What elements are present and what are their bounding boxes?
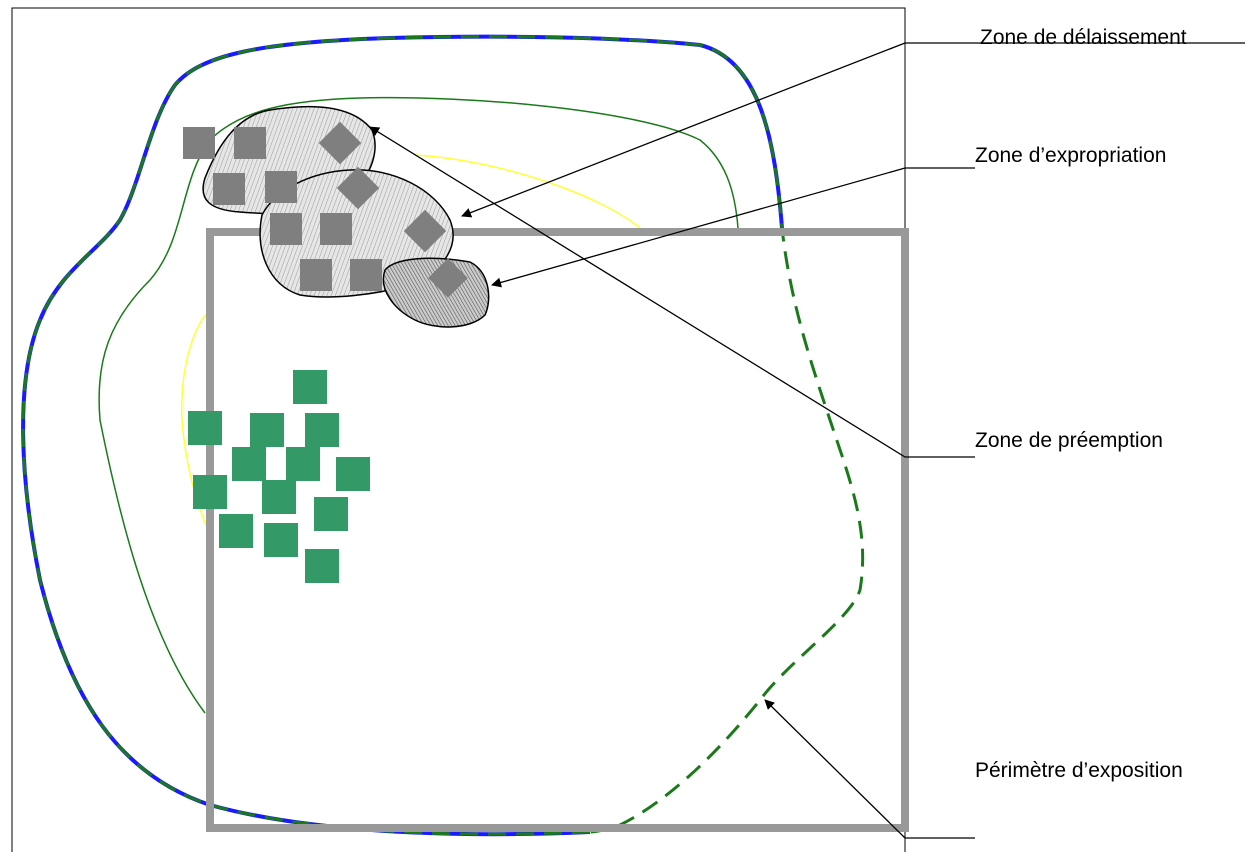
exposure-rectangle <box>206 228 909 832</box>
green-building <box>336 457 370 491</box>
gray-building <box>213 173 245 205</box>
zone-expropriation <box>382 257 490 328</box>
green-building <box>305 413 339 447</box>
gray-building <box>320 213 352 245</box>
label-perimetre-exposition: Périmètre d’exposition <box>975 759 1183 782</box>
gray-building <box>350 259 382 291</box>
green-building <box>232 447 266 481</box>
gray-building <box>270 213 302 245</box>
gray-building-diamond <box>428 258 468 298</box>
green-building <box>286 447 320 481</box>
leader-line-expropriation <box>491 167 975 288</box>
leader-lines <box>369 42 1245 839</box>
leader-line-exposition <box>764 699 975 839</box>
gray-building <box>300 259 332 291</box>
green-building <box>262 480 296 514</box>
green-building <box>193 475 227 509</box>
gray-buildings <box>183 121 468 298</box>
gray-building-diamond <box>336 166 380 210</box>
outer-contour-dashed <box>21 35 865 836</box>
green-building <box>219 514 253 548</box>
green-building <box>314 497 348 531</box>
green-buildings <box>188 370 370 583</box>
green-building <box>293 370 327 404</box>
gray-building <box>234 127 266 159</box>
label-zone-expropriation: Zone d’expropriation <box>975 144 1166 167</box>
green-building <box>264 523 298 557</box>
green-building <box>250 413 284 447</box>
gray-building-diamond <box>403 209 447 253</box>
green-building <box>188 411 222 445</box>
label-zone-delaissement: Zone de délaissement <box>980 26 1187 49</box>
leader-line-delaissement <box>461 42 1245 218</box>
gray-building <box>183 127 215 159</box>
outer-contour-solid <box>21 34 784 837</box>
green-building <box>305 549 339 583</box>
outer-frame <box>11 7 906 852</box>
label-zone-preemption: Zone de préemption <box>975 429 1163 452</box>
gray-building <box>265 171 297 203</box>
gray-building-diamond <box>318 121 362 165</box>
leader-line-preemption <box>369 126 975 458</box>
